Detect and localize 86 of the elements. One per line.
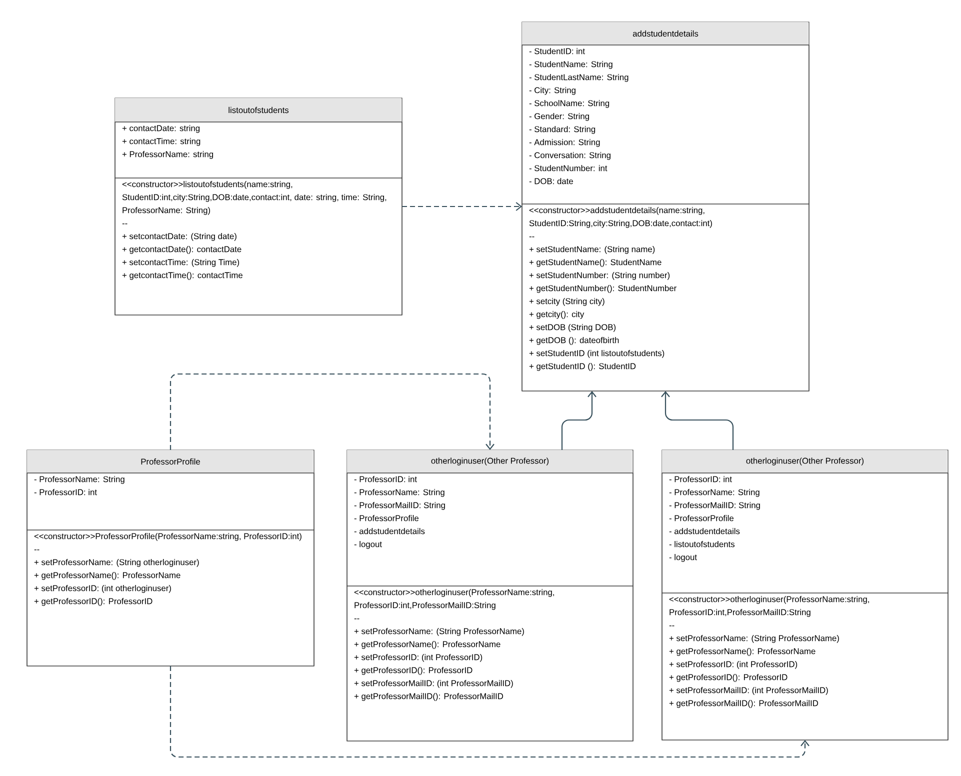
method-compartment: [26, 530, 314, 666]
method-text: + setDOB (String DOB): [529, 324, 616, 332]
arrow: [170, 373, 494, 450]
attribute-text: + ProfessorName: string: [122, 151, 214, 159]
method-text: + setProfessorName: (String ProfessorName): [354, 628, 524, 636]
attribute-text: - Admission: String: [529, 139, 600, 147]
attribute-compartment: [662, 472, 948, 594]
method-text: <<constructor>>addstudentdetails(name:string, StudentID:String,city:String,DOB:date,contact:int): [529, 207, 712, 228]
attribute-compartment: [26, 472, 314, 530]
attribute-text: - ProfessorProfile: [669, 515, 734, 522]
method-text: + setcity (String city): [529, 298, 604, 306]
class-name: ProfessorProfile: [141, 458, 200, 465]
method-text: + setStudentNumber: (String number): [529, 272, 670, 280]
method-text: + setProfessorName: (String ProfessorName): [669, 635, 839, 643]
attribute-text: - Gender: String: [529, 113, 589, 121]
method-text: <<constructor>>ProfessorProfile(ProfessorName:string, ProfessorID:int): [34, 533, 302, 541]
method-text: + getcity(): city: [529, 311, 584, 319]
attribute-text: - ProfessorName: String: [34, 476, 124, 484]
class-name: otherloginuser(Other Professor): [746, 458, 864, 466]
class-name: addstudentdetails: [632, 30, 698, 37]
method-text: + setProfessorID: (int ProfessorID): [354, 654, 482, 662]
attribute-text: - StudentNumber: int: [529, 165, 608, 172]
method-text: + getDOB (): dateofbirth: [529, 337, 619, 345]
attribute-text: - ProfessorMailID: String: [669, 502, 760, 510]
class-name: otherloginuser(Other Professor): [431, 458, 549, 466]
attribute-text: + contactTime: string: [122, 138, 200, 146]
attribute-text: - listoutofstudents: [669, 541, 735, 548]
attribute-text: - Conversation: String: [529, 152, 610, 160]
attribute-text: - ProfessorName: String: [669, 489, 760, 497]
method-text: + getStudentID (): StudentID: [529, 363, 636, 371]
method-text: + getProfessorMailID(): ProfessorMailID: [669, 700, 818, 708]
method-text: + getStudentName(): StudentName: [529, 259, 662, 267]
class-name: listoutofstudents: [228, 106, 289, 114]
method-compartment: [346, 586, 634, 742]
attribute-text: - logout: [669, 554, 697, 562]
arrow: [402, 202, 522, 211]
method-text: + setProfessorMailID: (int ProfessorMailID): [354, 680, 513, 688]
method-text: + setProfessorName: (String otherloginuser): [34, 559, 199, 567]
method-text: + getProfessorMailID(): ProfessorMailID: [354, 693, 504, 701]
method-text: + getProfessorID(): ProfessorID: [34, 598, 152, 606]
arrow: [170, 666, 810, 758]
method-text: + setStudentName: (String name): [529, 246, 655, 254]
attribute-text: - ProfessorID: int: [354, 476, 417, 482]
method-text: + getProfessorName(): ProfessorName: [354, 641, 500, 649]
method-text: + getProfessorName(): ProfessorName: [669, 648, 816, 656]
arrow: [661, 391, 734, 450]
attribute-text: + contactDate: string: [122, 125, 200, 133]
method-compartment: [522, 204, 810, 392]
attribute-text: - SchoolName: String: [529, 100, 610, 108]
method-text: + setcontactDate: (String date): [122, 233, 236, 241]
attribute-compartment: [522, 44, 810, 204]
method-text: + getcontactDate(): contactDate: [122, 246, 242, 254]
method-text: <<constructor>>otherloginuser(ProfessorName:string, ProfessorID:int,ProfessorMailID:String: [354, 589, 554, 610]
method-text: + getcontactTime(): contactTime: [122, 272, 242, 280]
attribute-text: - addstudentdetails: [669, 528, 740, 534]
attribute-text: - DOB: date: [529, 178, 573, 184]
method-text: + setcontactTime: (String Time): [122, 259, 240, 267]
attribute-text: - addstudentdetails: [354, 528, 425, 534]
method-text: <<constructor>>otherloginuser(ProfessorName:string, ProfessorID:int,ProfessorMailID:String: [669, 596, 869, 617]
attribute-text: - Standard: String: [529, 126, 596, 134]
method-text: + getProfessorID(): ProfessorID: [354, 667, 472, 675]
attribute-text: - ProfessorID: int: [34, 489, 97, 496]
method-text: + getStudentNumber(): StudentNumber: [529, 285, 676, 293]
attribute-text: - ProfessorID: int: [669, 476, 732, 482]
arrow: [561, 391, 596, 450]
attribute-text: - ProfessorProfile: [354, 515, 418, 522]
attribute-text: - logout: [354, 541, 382, 549]
method-text: + setProfessorID: (int otherloginuser): [34, 585, 171, 593]
method-text: --: [529, 236, 534, 238]
method-text: + getProfessorName(): ProfessorName: [34, 572, 180, 580]
method-text: + setProfessorMailID: (int ProfessorMailID): [669, 687, 828, 695]
attribute-text: - StudentID: int: [529, 48, 585, 54]
method-compartment: [114, 178, 402, 316]
method-text: + setProfessorID: (int ProfessorID): [669, 661, 798, 669]
attribute-text: - City: String: [529, 87, 576, 95]
method-text: <<constructor>>listoutofstudents(name:string, StudentID:int,city:String,DOB:date,contact:int, date: string, time: String, ProfessorName: String): [122, 181, 386, 215]
method-text: + setStudentID (int listoutofstudents): [529, 350, 664, 358]
method-compartment: [662, 592, 948, 740]
method-text: + getProfessorID(): ProfessorID: [669, 674, 788, 682]
attribute-compartment: [346, 472, 634, 586]
attribute-text: - StudentName: String: [529, 61, 612, 69]
attribute-text: - StudentLastName: String: [529, 74, 628, 82]
attribute-text: - ProfessorName: String: [354, 489, 444, 497]
attribute-compartment: [114, 122, 402, 178]
attribute-text: - ProfessorMailID: String: [354, 502, 445, 510]
method-text: --: [354, 618, 360, 620]
